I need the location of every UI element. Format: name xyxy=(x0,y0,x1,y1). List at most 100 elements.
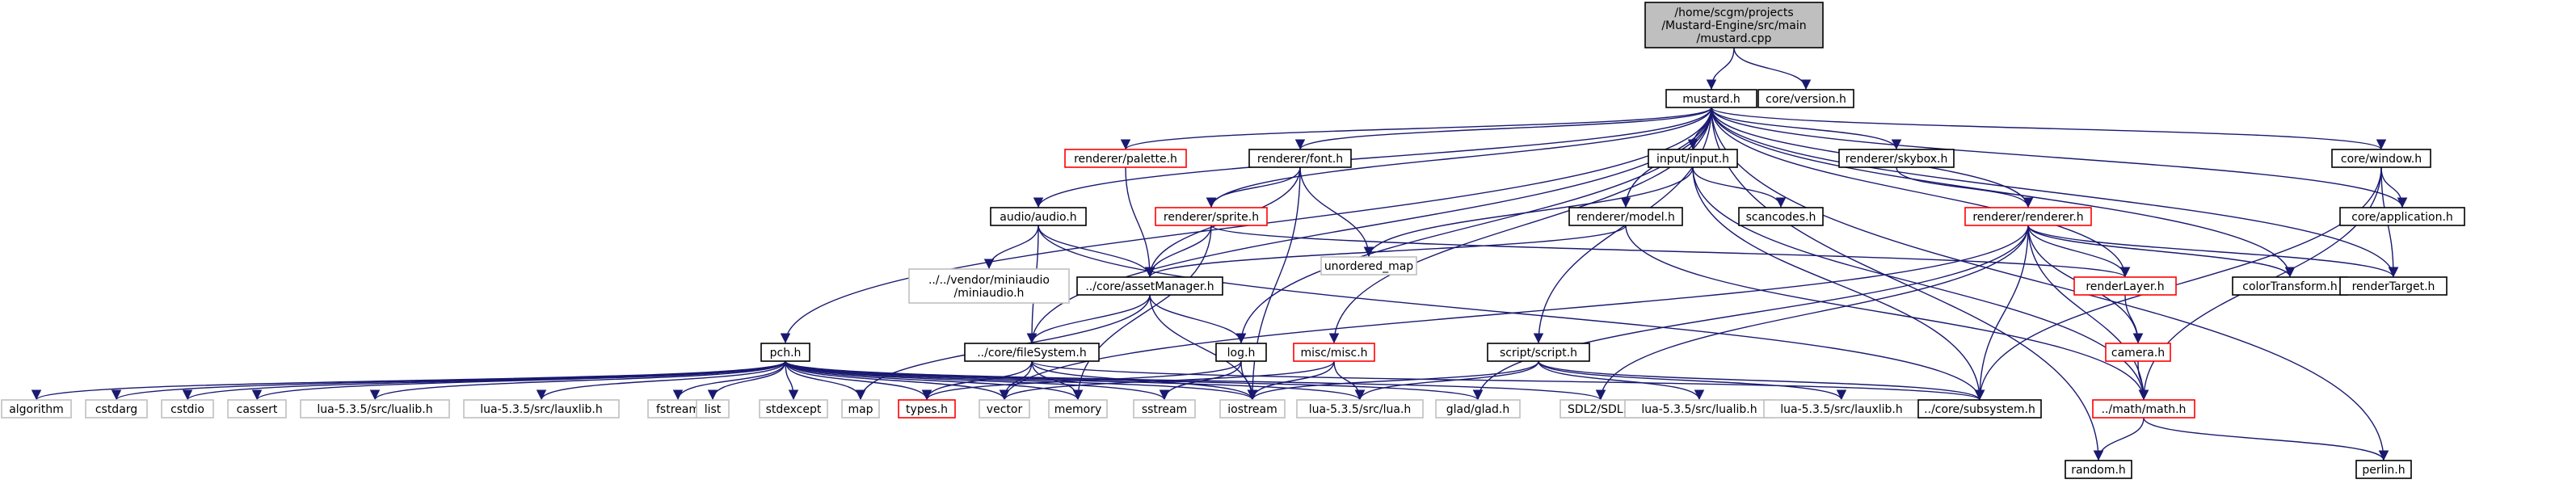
node-lua: lua-5.3.5/src/lua.h xyxy=(1296,399,1424,419)
node-box-palette xyxy=(1064,149,1187,168)
node-version[interactable]: core/version.h xyxy=(1757,89,1854,108)
node-vector: vector xyxy=(979,399,1030,419)
edge-mustard-to-sprite xyxy=(1206,107,1712,208)
node-label-camera: camera.h xyxy=(2111,347,2165,360)
node-filesystem[interactable]: ../core/fileSystem.h xyxy=(964,343,1100,362)
edge-pch-to-cstdio xyxy=(183,360,786,401)
node-label-sdl: SDL2/SDL.h xyxy=(1568,403,1634,416)
node-cassert: cassert xyxy=(227,399,287,419)
edge-input-to-subsystem xyxy=(1692,166,1985,401)
node-label-misc: misc/misc.h xyxy=(1300,347,1367,360)
node-box-cassert xyxy=(227,399,287,419)
edge-script-to-lualib2 xyxy=(1538,360,1705,401)
node-box-random xyxy=(2065,460,2132,479)
node-log[interactable]: log.h xyxy=(1215,343,1267,362)
node-label-memory: memory xyxy=(1054,403,1102,416)
node-label-audio: audio/audio.h xyxy=(1000,211,1076,224)
node-pch[interactable]: pch.h xyxy=(760,343,810,362)
edge-pch-to-cstdarg xyxy=(112,360,786,401)
node-label-root: /mustard.cpp xyxy=(1697,32,1772,45)
node-label-random: random.h xyxy=(2071,464,2126,477)
node-box-scancodes xyxy=(1738,207,1824,226)
node-random[interactable]: random.h xyxy=(2065,460,2132,479)
node-box-renderlayer xyxy=(2073,276,2177,296)
node-rendertarget[interactable]: renderTarget.h xyxy=(2339,276,2448,296)
node-label-sprite: renderer/sprite.h xyxy=(1164,211,1259,224)
node-label-root: /home/scgm/projects xyxy=(1674,6,1793,19)
node-perlin[interactable]: perlin.h xyxy=(2355,460,2412,479)
node-assetmgr[interactable]: ../core/assetManager.h xyxy=(1076,276,1223,296)
node-sprite[interactable]: renderer/sprite.h xyxy=(1155,207,1268,226)
node-root[interactable]: /home/scgm/projects/Mustard-Engine/src/m… xyxy=(1644,2,1824,48)
node-box-lua xyxy=(1296,399,1424,419)
node-label-window: core/window.h xyxy=(2341,153,2422,166)
node-box-map xyxy=(841,399,880,419)
node-box-sprite xyxy=(1155,207,1268,226)
node-fstream: fstream xyxy=(647,399,709,419)
node-box-misc xyxy=(1293,343,1375,362)
node-misc[interactable]: misc/misc.h xyxy=(1293,343,1375,362)
edge-pch-to-algorithm xyxy=(32,360,786,401)
node-renderer[interactable]: renderer/renderer.h xyxy=(1964,207,2092,226)
node-mustard[interactable]: mustard.h xyxy=(1665,89,1757,108)
node-label-miniaudio: /miniaudio.h xyxy=(954,287,1025,300)
node-label-perlin: perlin.h xyxy=(2362,464,2405,477)
node-label-miniaudio: ../../vendor/miniaudio xyxy=(928,274,1050,287)
node-script[interactable]: script/script.h xyxy=(1487,343,1590,362)
edge-filesystem-to-subsystem xyxy=(1031,360,1985,401)
edge-log-to-sstream xyxy=(1159,360,1242,401)
edge-renderer-to-subsystem xyxy=(1974,225,2029,401)
node-label-script: script/script.h xyxy=(1500,347,1577,360)
edge-pch-to-vector xyxy=(785,360,1010,401)
node-types[interactable]: types.h xyxy=(898,399,956,419)
node-math[interactable]: ../math/math.h xyxy=(2092,399,2195,419)
node-label-mustard: mustard.h xyxy=(1682,93,1740,106)
edge-script-to-iostream xyxy=(1247,360,1539,401)
edge-pch-to-fstream xyxy=(672,360,786,401)
nodes-layer: /home/scgm/projects/Mustard-Engine/src/m… xyxy=(1,2,2465,479)
node-application[interactable]: core/application.h xyxy=(2339,207,2465,226)
node-colortf[interactable]: colorTransform.h xyxy=(2232,276,2348,296)
node-label-lauxlib: lua-5.3.5/src/lauxlib.h xyxy=(480,403,603,416)
edge-renderer-to-vector xyxy=(999,225,2029,401)
node-model[interactable]: renderer/model.h xyxy=(1568,207,1683,226)
node-audio[interactable]: audio/audio.h xyxy=(990,207,1087,226)
node-list: list xyxy=(696,399,730,419)
node-box-font xyxy=(1248,149,1352,168)
node-box-memory xyxy=(1048,399,1108,419)
node-label-rendertarget: renderTarget.h xyxy=(2352,280,2435,293)
node-box-script xyxy=(1487,343,1590,362)
node-subsystem[interactable]: ../core/subsystem.h xyxy=(1917,399,2042,419)
node-camera[interactable]: camera.h xyxy=(2105,343,2171,362)
edge-mustard-to-random xyxy=(1711,107,2104,461)
node-glad: glad/glad.h xyxy=(1435,399,1521,419)
node-font[interactable]: renderer/font.h xyxy=(1248,149,1352,168)
node-box-perlin xyxy=(2355,460,2412,479)
node-input[interactable]: input/input.h xyxy=(1648,149,1738,168)
edge-mustard-to-perlin xyxy=(1711,107,2389,461)
node-label-sstream: sstream xyxy=(1142,403,1187,416)
node-iostream: iostream xyxy=(1219,399,1286,419)
node-palette[interactable]: renderer/palette.h xyxy=(1064,149,1187,168)
node-window[interactable]: core/window.h xyxy=(2331,149,2431,168)
node-box-root xyxy=(1644,2,1824,48)
node-umap: unordered_map xyxy=(1320,256,1417,276)
edge-mustard-to-skybox xyxy=(1711,107,1902,150)
node-box-umap xyxy=(1320,256,1417,276)
node-label-map: map xyxy=(848,403,873,416)
node-cstdio: cstdio xyxy=(161,399,214,419)
edge-audio-to-miniaudio xyxy=(983,225,1039,270)
node-skybox[interactable]: renderer/skybox.h xyxy=(1838,149,1955,168)
node-label-glad: glad/glad.h xyxy=(1446,403,1510,416)
edge-mustard-to-rendertarget xyxy=(1711,107,2399,278)
node-renderlayer[interactable]: renderLayer.h xyxy=(2073,276,2177,296)
node-cstdarg: cstdarg xyxy=(85,399,148,419)
edge-input-to-scancodes xyxy=(1692,166,1787,208)
node-scancodes[interactable]: scancodes.h xyxy=(1738,207,1824,226)
node-stdexcept: stdexcept xyxy=(759,399,828,419)
node-box-cstdarg xyxy=(85,399,148,419)
node-box-log xyxy=(1215,343,1267,362)
node-label-renderlayer: renderLayer.h xyxy=(2086,280,2164,293)
node-label-lauxlib2: lua-5.3.5/src/lauxlib.h xyxy=(1780,403,1903,416)
